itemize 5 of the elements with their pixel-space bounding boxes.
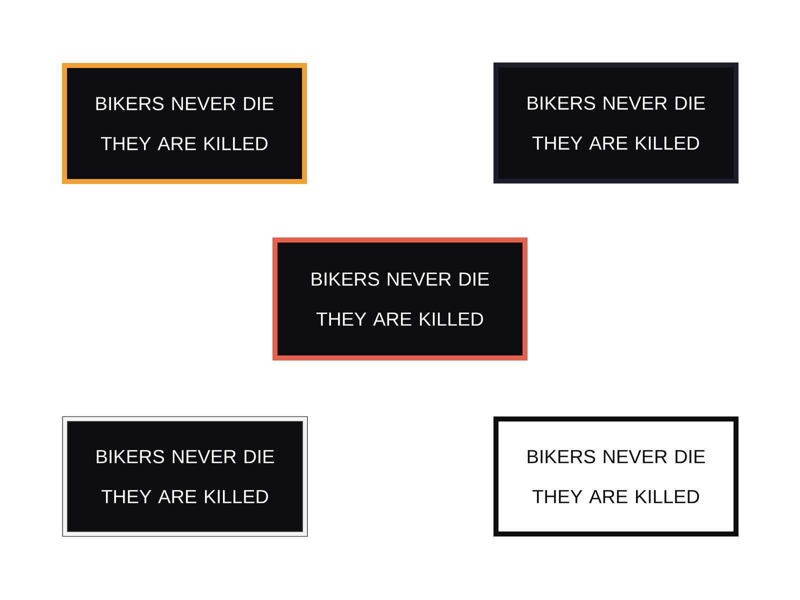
- embroidered-patch: BIKERS NEVER DIE THEY ARE KILLED: [494, 62, 738, 184]
- embroidered-patch: BIKERS NEVER DIE THEY ARE KILLED: [62, 416, 308, 537]
- embroidered-patch: BIKERS NEVER DIE THEY ARE KILLED: [494, 416, 738, 536]
- embroidered-patch: BIKERS NEVER DIE THEY ARE KILLED: [272, 238, 528, 360]
- embroidered-patch: BIKERS NEVER DIE THEY ARE KILLED: [62, 63, 307, 184]
